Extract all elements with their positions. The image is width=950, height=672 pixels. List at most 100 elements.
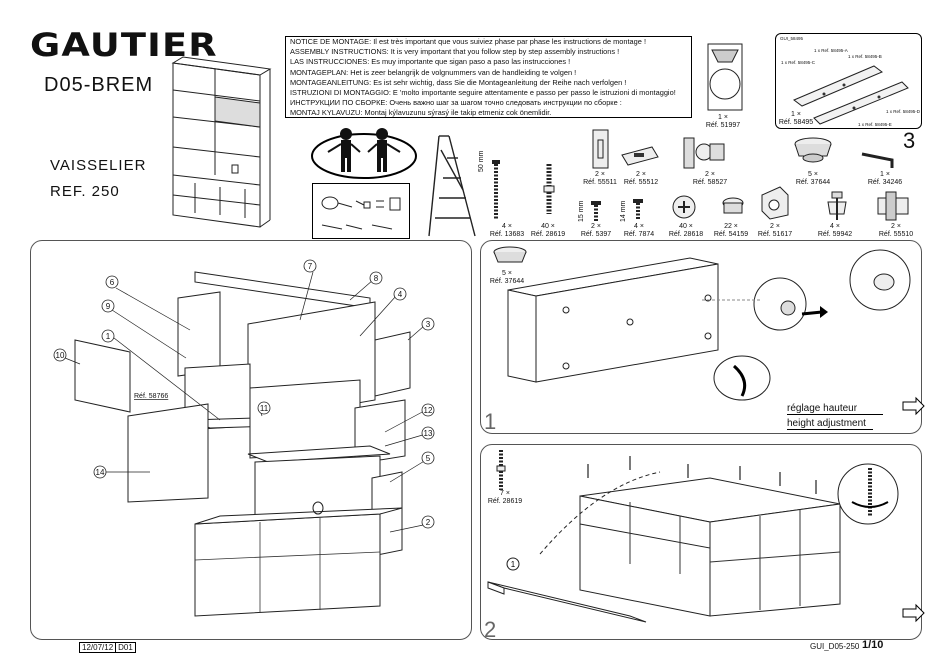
hw-caption: 4 ×Réf. 59942 bbox=[812, 223, 858, 239]
handle-icon bbox=[592, 129, 609, 169]
notice-line: MONTAGEPLAN: Het is zeer belangrijk de v… bbox=[290, 67, 577, 77]
next-arrow-icon bbox=[902, 396, 925, 416]
foot-icon bbox=[794, 137, 832, 163]
callout-10: 10 bbox=[56, 351, 65, 360]
guide-label: 1 x Ref. 58495-E bbox=[858, 122, 892, 127]
hw-qty: 40 × bbox=[679, 223, 693, 230]
hw-qty: 4 × bbox=[830, 223, 840, 230]
hw-caption: 5 ×Réf. 37644 bbox=[484, 270, 530, 286]
callout-2: 2 bbox=[426, 518, 431, 527]
hw-ref: Réf. 55512 bbox=[623, 179, 659, 186]
hw-ref: Réf. 37644 bbox=[489, 278, 525, 285]
tools-icon bbox=[312, 183, 410, 239]
hw-qty: 40 × bbox=[541, 223, 555, 230]
hw-ref: Réf. 58495 bbox=[778, 119, 814, 126]
ladder-icon bbox=[428, 135, 476, 237]
notice-line: LAS INSTRUCCIONES: Es muy importante que… bbox=[290, 57, 571, 67]
clip-icon bbox=[877, 191, 909, 221]
hw-caption: 7 ×Réf. 28619 bbox=[482, 490, 528, 506]
hw-caption: 4 ×Réf. 7874 bbox=[616, 223, 662, 239]
callout-13: 13 bbox=[424, 429, 433, 438]
guide-label: 1 x Ref. 58495-A bbox=[814, 48, 848, 53]
hw-ref: Réf. 59942 bbox=[817, 231, 853, 238]
notice-line: MONTAJ KYLAVUZU: Montaj kýlavuzunu sýras… bbox=[290, 108, 552, 118]
foot-icon bbox=[493, 246, 527, 263]
next-arrow-icon bbox=[902, 603, 925, 623]
hw-ref: Réf. 34246 bbox=[867, 179, 903, 186]
hw-ref: Réf. 58527 bbox=[692, 179, 728, 186]
hw-qty: 1 × bbox=[880, 171, 890, 178]
hw-qty: 2 × bbox=[891, 223, 901, 230]
hw-qty: 22 × bbox=[724, 223, 738, 230]
footer-date-text: 12/07/12 bbox=[82, 643, 114, 652]
callout-7: 7 bbox=[308, 262, 313, 271]
dim-label: 50 mm bbox=[478, 150, 485, 172]
ref-58766-label: Réf. 58766 bbox=[134, 393, 168, 400]
hw-ref: Réf. 28619 bbox=[487, 498, 523, 505]
callout-11: 11 bbox=[260, 404, 269, 413]
hinge-plate-icon bbox=[707, 43, 743, 111]
cam-lock-icon bbox=[672, 195, 696, 219]
bracket-screw-icon bbox=[827, 191, 847, 220]
hw-ref: Réf. 55510 bbox=[878, 231, 914, 238]
hw-ref: Réf. 51617 bbox=[757, 231, 793, 238]
tools-count-badge: 3 bbox=[903, 128, 916, 153]
footer-doc-code: GUI_D05-250 bbox=[810, 642, 860, 651]
hw-qty: 2 × bbox=[595, 171, 605, 178]
callout-6: 6 bbox=[110, 278, 115, 287]
callout-14: 14 bbox=[96, 468, 105, 477]
hw-caption: 2 ×Réf. 51617 bbox=[752, 223, 798, 239]
step2-panel bbox=[480, 444, 922, 640]
hw-caption: 1 ×Réf. 34246 bbox=[862, 171, 908, 187]
hw-ref: Réf. 37644 bbox=[795, 179, 831, 186]
connector-icon bbox=[761, 186, 789, 220]
guide-title: GUI_58495 bbox=[780, 36, 804, 41]
hw-qty: 4 × bbox=[502, 223, 512, 230]
notice-line: ASSEMBLY INSTRUCTIONS: It is very import… bbox=[290, 47, 620, 57]
hw-qty: 2 × bbox=[770, 223, 780, 230]
hw-ref: Réf. 28618 bbox=[668, 231, 704, 238]
exploded-cabinet-diagram: 6 9 1 10 7 8 4 3 11 12 13 5 14 2 Réf. 58… bbox=[53, 259, 435, 617]
notice-line: MONTAGEANLEITUNG: Es ist sehr wichtig, d… bbox=[290, 77, 627, 87]
short-screw-icon bbox=[591, 201, 601, 221]
hw-qty: 5 × bbox=[808, 171, 818, 178]
hw-caption: 2 ×Réf. 55512 bbox=[618, 171, 664, 187]
hw-caption: 1 × Réf. 51997 bbox=[698, 114, 748, 130]
dowel-icon bbox=[722, 197, 744, 214]
hw-ref: Réf. 28619 bbox=[530, 231, 566, 238]
screw-icon bbox=[633, 199, 643, 220]
drawer-runner-icon bbox=[793, 65, 909, 125]
product-reference: REF. 250 bbox=[50, 183, 120, 200]
step1-cabinet-diagram bbox=[507, 249, 911, 401]
callout-3: 3 bbox=[426, 320, 431, 329]
notice-line: ISTRUZIONI DI MONTAGGIO: E 'molto import… bbox=[290, 88, 676, 98]
hw-ref: Réf. 7874 bbox=[623, 231, 655, 238]
hw-caption: 2 ×Réf. 55511 bbox=[577, 171, 623, 187]
hw-qty: 2 × bbox=[705, 171, 715, 178]
adjust-label-en: height adjustment bbox=[787, 418, 873, 430]
product-name: VAISSELIER bbox=[50, 157, 147, 174]
step1-panel bbox=[480, 240, 922, 434]
allen-key-icon bbox=[861, 152, 894, 168]
callout-4: 4 bbox=[398, 290, 403, 299]
hw-ref: Réf. 55511 bbox=[583, 179, 617, 186]
hw-qty: 4 × bbox=[634, 223, 644, 230]
callout-5: 5 bbox=[426, 454, 431, 463]
product-thumbnail bbox=[171, 56, 272, 228]
hw-ref: Réf. 54159 bbox=[713, 231, 749, 238]
hw-qty: 7 × bbox=[500, 490, 510, 497]
footer-version: D01 bbox=[115, 643, 133, 652]
adjust-label-fr: réglage hauteur bbox=[787, 403, 883, 415]
hw-qty: 2 × bbox=[636, 171, 646, 178]
hw-qty: 5 × bbox=[502, 270, 512, 277]
notice-line: NOTICE DE MONTAGE: Il est très important… bbox=[290, 37, 646, 46]
hw-caption: 1 × Réf. 58495 bbox=[776, 111, 816, 127]
callout-9: 9 bbox=[106, 302, 111, 311]
notice-line: ИНСТРУКЦИИ ПО СБОРКЕ: Очень важно шаг за… bbox=[290, 98, 622, 108]
hw-caption: 5 ×Réf. 37644 bbox=[790, 171, 836, 187]
dim-label: 14 mm bbox=[620, 200, 627, 222]
hw-caption: 40 ×Réf. 28619 bbox=[525, 223, 571, 239]
hw-qty: 1 × bbox=[718, 114, 728, 121]
hw-ref: Réf. 13683 bbox=[489, 231, 525, 238]
